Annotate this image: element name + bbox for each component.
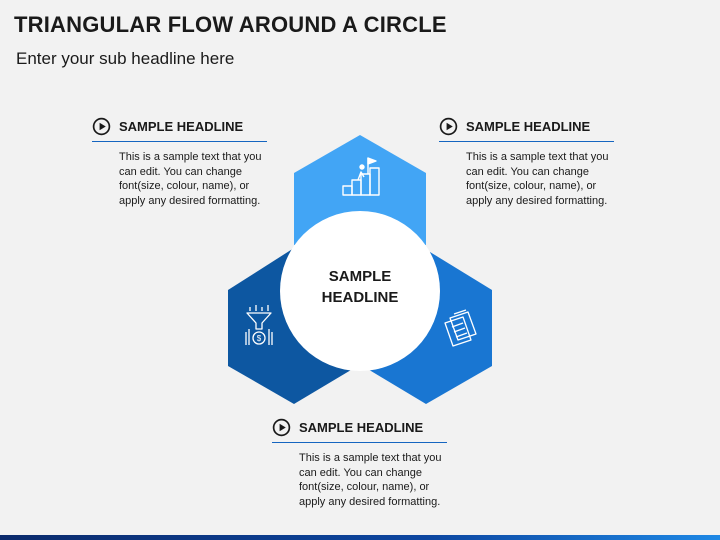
svg-text:$: $: [257, 334, 262, 343]
callout-header: SAMPLE HEADLINE: [439, 117, 614, 142]
bottom-accent-bar: [0, 535, 720, 540]
documents-icon: [444, 309, 477, 347]
callout-headline: SAMPLE HEADLINE: [119, 119, 244, 134]
center-circle: [280, 211, 440, 371]
callout-header: SAMPLE HEADLINE: [272, 418, 447, 443]
slide-subtitle: Enter your sub headline here: [16, 49, 235, 68]
callout-header: SAMPLE HEADLINE: [92, 117, 267, 142]
callout-headline: SAMPLE HEADLINE: [299, 420, 424, 435]
play-circle-icon: [92, 117, 111, 136]
callout-top-right: SAMPLE HEADLINE This is a sample text th…: [439, 117, 614, 208]
play-circle-icon: [272, 418, 291, 437]
center-headline: SAMPLE HEADLINE: [300, 266, 420, 308]
slide-title: TRIANGULAR FLOW AROUND A CIRCLE: [14, 12, 447, 37]
callout-top-left: SAMPLE HEADLINE This is a sample text th…: [92, 117, 267, 208]
finance-funnel-icon: $: [245, 305, 273, 345]
center-headline-line-1: SAMPLE: [328, 268, 392, 285]
callout-headline: SAMPLE HEADLINE: [466, 119, 591, 134]
center-headline-line-2: HEADLINE: [321, 289, 399, 306]
play-circle-icon: [439, 117, 458, 136]
segment-top: [294, 135, 426, 245]
callout-body-text: This is a sample text that you can edit.…: [119, 151, 262, 207]
goal-achievement-icon: [342, 157, 380, 196]
callout-body-text: This is a sample text that you can edit.…: [466, 151, 609, 207]
callout-body-text: This is a sample text that you can edit.…: [299, 452, 442, 508]
callout-bottom: SAMPLE HEADLINE This is a sample text th…: [272, 418, 447, 509]
